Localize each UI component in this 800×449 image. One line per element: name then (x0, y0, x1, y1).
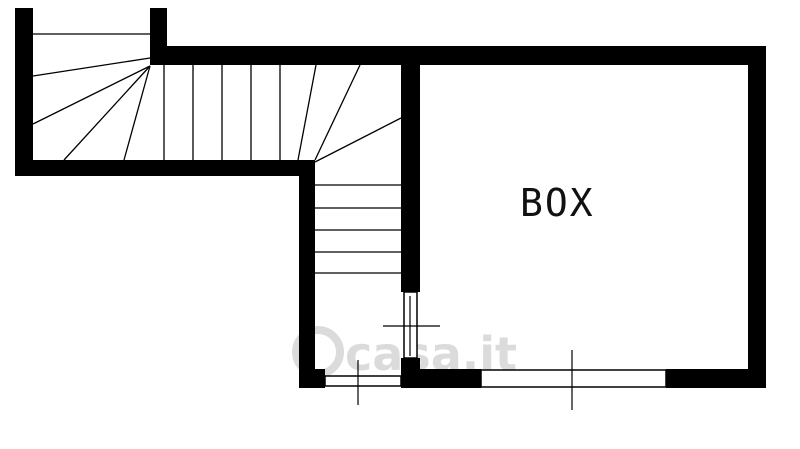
door-opening-stair (324, 375, 402, 387)
wall-right (748, 46, 766, 388)
wall-bottom-mid (401, 369, 481, 388)
wall-left-upper (15, 8, 33, 176)
walls (15, 8, 766, 388)
garage-door-opening (480, 369, 667, 388)
door-markers (357, 296, 573, 410)
wall-bottom-left (299, 369, 325, 388)
wall-partition (401, 60, 420, 292)
staircase (32, 33, 402, 274)
wall-stair-bottom (15, 160, 315, 176)
room-label-box: BOX (520, 181, 595, 225)
wall-bottom-right (666, 369, 766, 388)
wall-inner-left (299, 160, 315, 388)
wall-top (150, 46, 766, 65)
